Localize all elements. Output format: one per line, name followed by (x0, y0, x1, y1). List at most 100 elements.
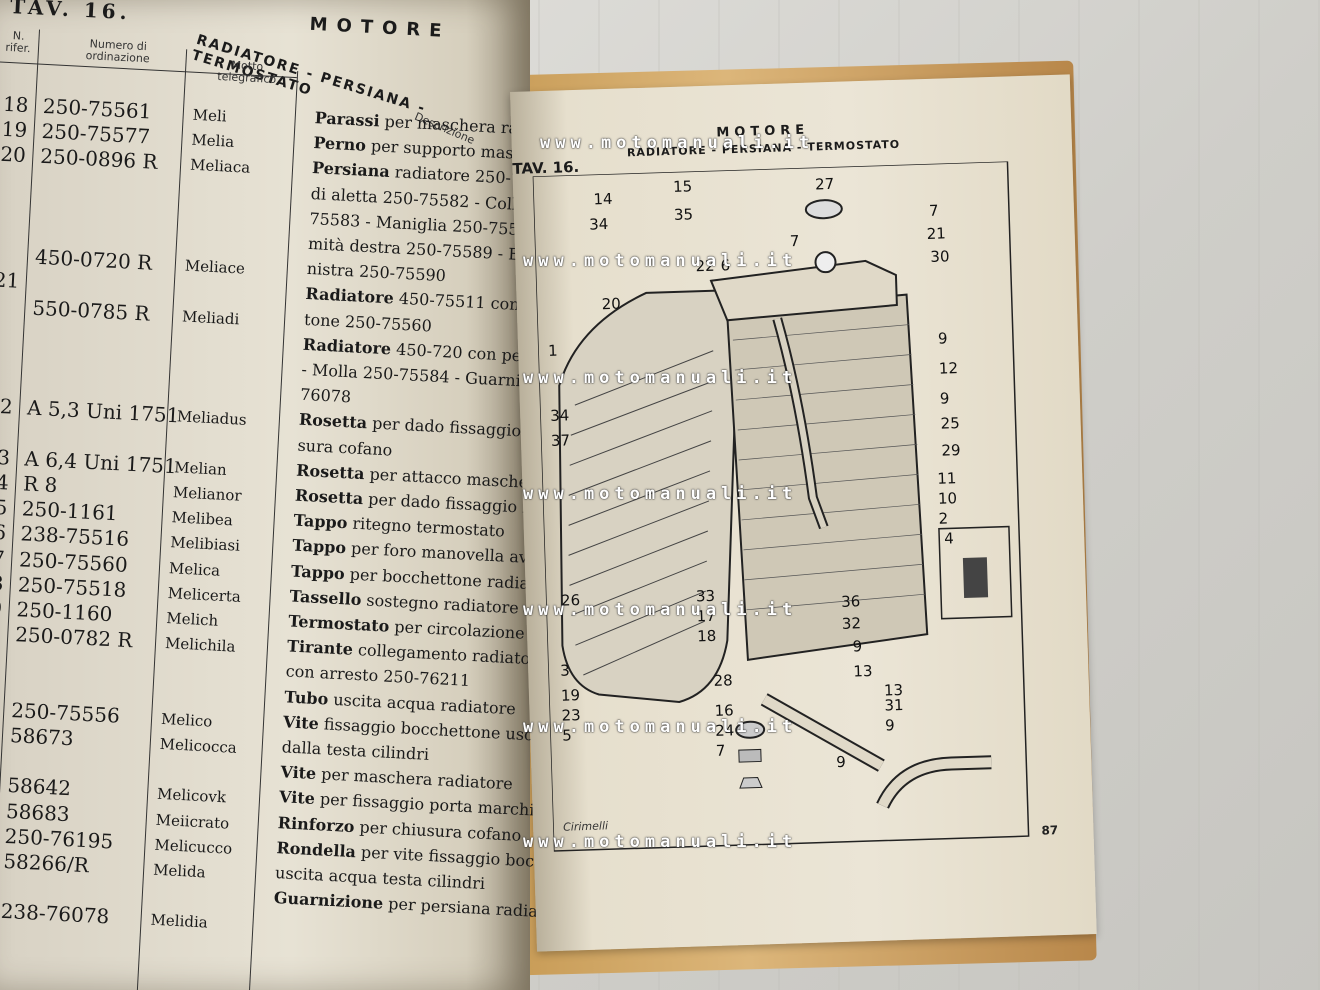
order-number: 250-1161 (21, 496, 119, 526)
part-detail: nistra 250-75590 (306, 259, 447, 286)
watermark: www.motomanuali.it (523, 832, 798, 852)
callout-number: 2 (938, 509, 948, 527)
ref-number: 30 (0, 620, 12, 646)
ref-number: 31 (0, 696, 8, 722)
telegraphic-code: Meliadi (181, 307, 240, 329)
callout-number: 27 (815, 175, 835, 194)
part-description: uscita acqua testa cilindri (275, 863, 486, 893)
telegraphic-code: Melicerta (167, 583, 242, 606)
order-number: R 8 (22, 471, 58, 498)
callout-number: 11 (937, 469, 957, 488)
callout-number: 30 (930, 247, 950, 266)
mask-grille-lines (568, 350, 715, 676)
order-number: 58642 (6, 773, 72, 801)
order-number: 250-1160 (16, 597, 113, 627)
ref-number: 24 (0, 469, 10, 495)
col-header-number: Numero di ordinazione (85, 37, 151, 66)
telegraphic-code: Melicucco (154, 835, 233, 858)
callout-number: 9 (852, 637, 862, 655)
part-description: dalla testa cilindri (281, 737, 429, 764)
callout-number: 35 (674, 205, 694, 224)
telegraphic-code: Melica (168, 558, 221, 580)
watermark: www.motomanuali.it (523, 717, 798, 737)
watermark: www.motomanuali.it (523, 368, 798, 388)
ref-number: 33 (0, 771, 4, 797)
part-detail: sura cofano (297, 435, 393, 460)
part-detail: sostegno radiatore (360, 590, 520, 618)
left-page: TAV. 16. MOTORE RADIATORE - PERSIANA - T… (0, 0, 599, 990)
ref-number: 22 (0, 393, 14, 420)
telegraphic-code: Meliadus (176, 407, 248, 430)
callout-number: 4 (944, 529, 954, 547)
col-header-n: N. rifer. (5, 29, 31, 56)
callout-number: 24 (715, 721, 735, 740)
callout-number: 13 (884, 681, 904, 700)
order-number: 238-76078 (0, 899, 110, 929)
part-detail: con arresto 250-76211 (285, 661, 471, 691)
ref-number: 21 (0, 267, 20, 294)
page-title: MOTORE (309, 13, 451, 43)
part-detail: per chiusura cofano (354, 816, 522, 845)
order-number: 550-0785 R (31, 295, 151, 326)
telegraphic-code: Melian (173, 458, 228, 479)
callout-number: 34 (550, 406, 570, 425)
part-name: Rosetta (298, 410, 368, 433)
callout-number: 9 (836, 753, 846, 771)
part-name: Radiatore (302, 334, 392, 359)
callout-number: 17 (696, 607, 716, 626)
part-name: Tubo (283, 686, 329, 709)
part-description: con arresto 250-76211 (285, 662, 470, 691)
part-name: Vite (278, 787, 316, 809)
part-description: tone 250-75560 (304, 309, 433, 335)
ref-number: 25 (0, 494, 9, 520)
part-detail: 76078 (299, 384, 352, 407)
ref-number: 27 (0, 544, 6, 571)
part-name: Rinforzo (277, 812, 356, 836)
callout-number: 29 (941, 441, 961, 460)
order-number: 250-0782 R (14, 622, 134, 653)
callout-number: 9 (938, 329, 948, 347)
ref-number (0, 192, 34, 194)
telegraphic-code: Melich (165, 609, 219, 630)
callout-number: 14 (593, 190, 613, 209)
ref-number: 23 (0, 444, 11, 470)
filler-neck (814, 251, 837, 274)
callout-number: 31 (884, 696, 904, 715)
telegraphic-code: Melibiasi (169, 533, 241, 556)
part-name: Vite (282, 712, 320, 733)
callout-number: 6 (720, 256, 730, 274)
callout-number: 25 (940, 414, 960, 433)
callout-number: 13 (853, 662, 873, 681)
rubber-pad (735, 720, 766, 739)
telegraphic-code: Melidia (150, 911, 209, 932)
callout-number: 7 (929, 202, 939, 220)
telegraphic-code: Melicovk (156, 785, 227, 807)
radiator-core-fins (732, 324, 926, 611)
callout-number: 26 (561, 591, 581, 610)
ref-number: 29 (0, 595, 3, 621)
callout-number: 9 (885, 716, 895, 734)
part-detail: uscita acqua radiatore (327, 689, 517, 719)
spring (738, 748, 762, 763)
part-name: Tappo (293, 510, 348, 533)
telegraphic-code: Melibea (171, 508, 234, 530)
parts-table: TAV. 16. MOTORE RADIATORE - PERSIANA - T… (0, 0, 599, 990)
right-page: MOTORE TAV. 16. RADIATORE - PERSIANA - T… (510, 74, 1097, 952)
part-name: Tirante (286, 636, 354, 660)
part-detail: ritegno termostato (346, 513, 506, 541)
part-description: Guarnizione per persiana radiat (273, 888, 544, 921)
part-detail: per vite fissaggio bocc (355, 842, 544, 871)
telegraphic-code: Melianor (172, 483, 243, 505)
callout-number: 19 (561, 686, 581, 705)
order-number: 58266/R (2, 848, 90, 878)
watermark: www.motomanuali.it (523, 600, 798, 620)
part-description: sura cofano (297, 435, 393, 459)
telegraphic-code: Meliace (184, 256, 246, 278)
part-detail: per persiana radiat (382, 893, 545, 922)
ref-number: 19 (1, 116, 28, 143)
callout-number: 28 (713, 671, 733, 690)
order-number: A 5,3 Uni 1751 (26, 395, 180, 428)
part-detail: uscita acqua testa cilindri (274, 863, 486, 894)
